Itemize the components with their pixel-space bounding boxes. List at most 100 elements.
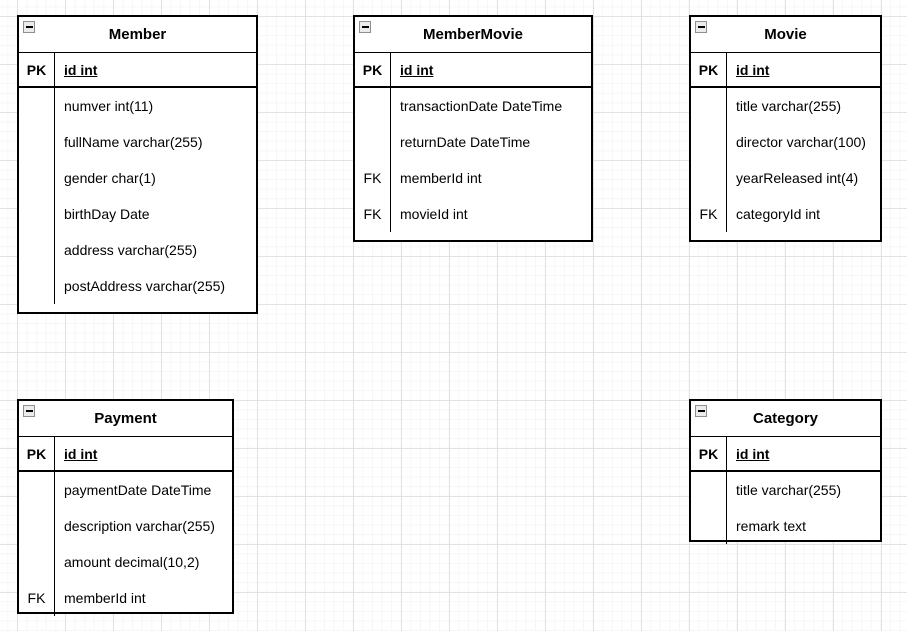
fk-badge: FK <box>691 196 727 232</box>
table-title: Movie <box>764 26 807 43</box>
key-cell <box>691 124 727 160</box>
fk-badge: FK <box>19 580 55 616</box>
minus-glyph <box>697 26 705 28</box>
field-cell: categoryId int <box>736 206 821 222</box>
table-title: MemberMovie <box>422 26 524 43</box>
attribute-row[interactable]: numver int(11) <box>19 88 256 124</box>
key-cell <box>691 508 727 544</box>
table-header-membermovie[interactable]: MemberMovie <box>355 17 591 53</box>
entity-table-payment[interactable]: Payment PK id int paymentDate DateTime d… <box>17 399 234 616</box>
primary-key-row[interactable]: PK id int <box>691 437 880 472</box>
entity-table-movie[interactable]: Movie PK id int title varchar(255) direc… <box>689 15 882 242</box>
key-cell <box>19 472 55 508</box>
pk-badge: PK <box>355 53 391 86</box>
collapse-minus-icon[interactable] <box>695 405 707 417</box>
fk-badge: FK <box>355 160 391 196</box>
attribute-row[interactable]: FK categoryId int <box>691 196 880 232</box>
field-cell: director varchar(100) <box>736 134 866 150</box>
attribute-row[interactable]: birthDay Date <box>19 196 256 232</box>
attribute-row[interactable]: amount decimal(10,2) <box>19 544 232 580</box>
field-cell: numver int(11) <box>64 98 154 114</box>
pk-badge: PK <box>691 437 727 470</box>
field-cell: fullName varchar(255) <box>64 134 203 150</box>
key-cell <box>355 88 391 124</box>
primary-key-row[interactable]: PK id int <box>19 437 232 472</box>
primary-key-row[interactable]: PK id int <box>691 53 880 88</box>
attribute-row[interactable]: description varchar(255) <box>19 508 232 544</box>
key-cell <box>355 124 391 160</box>
field-cell: birthDay Date <box>64 206 150 222</box>
table-header-movie[interactable]: Movie <box>691 17 880 53</box>
field-cell: transactionDate DateTime <box>400 98 563 114</box>
field-cell: movieId int <box>400 206 468 222</box>
pk-badge: PK <box>691 53 727 86</box>
table-title: Payment <box>94 410 157 427</box>
field-cell: gender char(1) <box>64 170 156 186</box>
pk-field: id int <box>64 61 98 78</box>
attribute-row[interactable]: FK memberId int <box>19 580 232 616</box>
field-cell: paymentDate DateTime <box>64 482 212 498</box>
fk-badge: FK <box>355 196 391 232</box>
field-cell: memberId int <box>400 170 482 186</box>
field-cell: returnDate DateTime <box>400 134 531 150</box>
field-cell: amount decimal(10,2) <box>64 554 200 570</box>
field-cell: memberId int <box>64 590 146 606</box>
entity-table-member[interactable]: Member PK id int numver int(11) fullName… <box>17 15 258 314</box>
collapse-minus-icon[interactable] <box>23 405 35 417</box>
key-cell <box>19 508 55 544</box>
table-header-member[interactable]: Member <box>19 17 256 53</box>
minus-glyph <box>697 410 705 412</box>
pk-badge: PK <box>19 53 55 86</box>
table-header-category[interactable]: Category <box>691 401 880 437</box>
key-cell <box>19 196 55 232</box>
key-cell <box>691 472 727 508</box>
attribute-row[interactable]: paymentDate DateTime <box>19 472 232 508</box>
key-cell <box>19 268 55 304</box>
field-cell: description varchar(255) <box>64 518 215 534</box>
table-title: Member <box>108 26 167 43</box>
attribute-row[interactable]: FK movieId int <box>355 196 591 232</box>
primary-key-row[interactable]: PK id int <box>355 53 591 88</box>
key-cell <box>19 232 55 268</box>
pk-badge: PK <box>19 437 55 470</box>
table-title: Category <box>752 410 819 427</box>
attribute-row[interactable]: address varchar(255) <box>19 232 256 268</box>
attribute-row[interactable]: transactionDate DateTime <box>355 88 591 124</box>
pk-field: id int <box>736 445 770 462</box>
attribute-row[interactable]: FK memberId int <box>355 160 591 196</box>
collapse-minus-icon[interactable] <box>695 21 707 33</box>
key-cell <box>19 88 55 124</box>
field-cell: remark text <box>736 518 807 534</box>
table-header-payment[interactable]: Payment <box>19 401 232 437</box>
attribute-row[interactable]: title varchar(255) <box>691 472 880 508</box>
attribute-row[interactable]: fullName varchar(255) <box>19 124 256 160</box>
key-cell <box>691 160 727 196</box>
primary-key-row[interactable]: PK id int <box>19 53 256 88</box>
key-cell <box>691 88 727 124</box>
minus-glyph <box>25 410 33 412</box>
key-cell <box>19 124 55 160</box>
minus-glyph <box>361 26 369 28</box>
pk-field: id int <box>400 61 434 78</box>
collapse-minus-icon[interactable] <box>23 21 35 33</box>
field-cell: yearReleased int(4) <box>736 170 859 186</box>
field-cell: title varchar(255) <box>736 98 842 114</box>
attribute-row[interactable]: gender char(1) <box>19 160 256 196</box>
field-cell: title varchar(255) <box>736 482 842 498</box>
attribute-row[interactable]: remark text <box>691 508 880 544</box>
attribute-row[interactable]: returnDate DateTime <box>355 124 591 160</box>
entity-table-category[interactable]: Category PK id int title varchar(255) re… <box>689 399 882 544</box>
attribute-row[interactable]: yearReleased int(4) <box>691 160 880 196</box>
field-cell: postAddress varchar(255) <box>64 278 226 294</box>
key-cell <box>19 160 55 196</box>
pk-field: id int <box>64 445 98 462</box>
entity-table-membermovie[interactable]: MemberMovie PK id int transactionDate Da… <box>353 15 593 242</box>
collapse-minus-icon[interactable] <box>359 21 371 33</box>
attribute-row[interactable]: title varchar(255) <box>691 88 880 124</box>
attribute-row[interactable]: postAddress varchar(255) <box>19 268 256 304</box>
attribute-row[interactable]: director varchar(100) <box>691 124 880 160</box>
minus-glyph <box>25 26 33 28</box>
key-cell <box>19 544 55 580</box>
pk-field: id int <box>736 61 770 78</box>
